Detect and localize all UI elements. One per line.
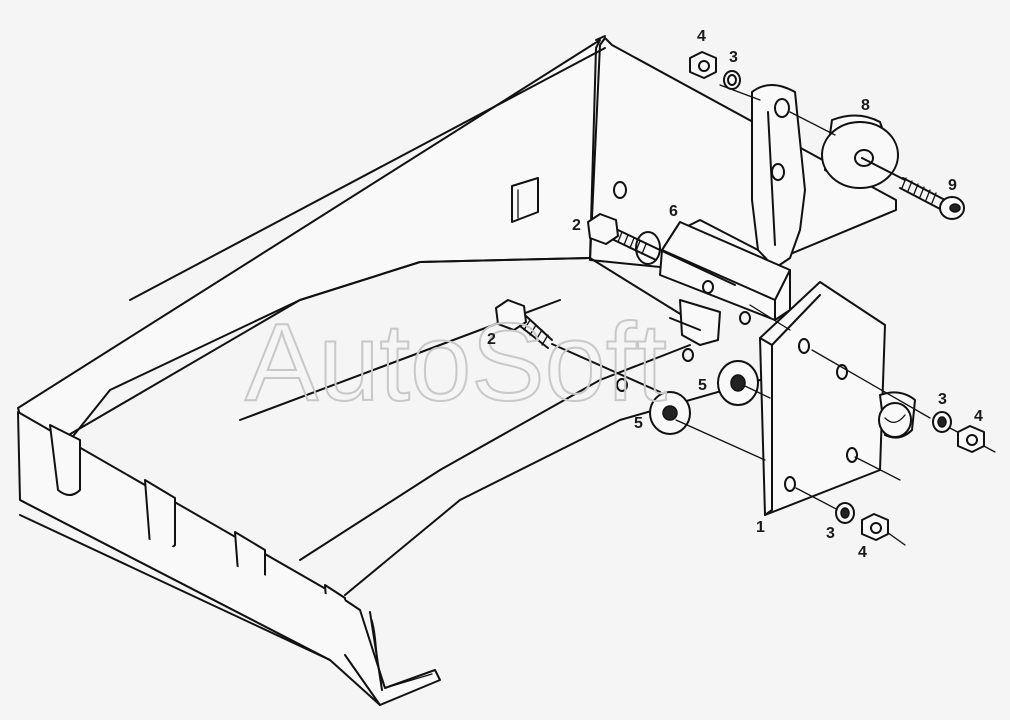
watermark-text: AutoSoft bbox=[245, 301, 667, 424]
callout-8: 8 bbox=[861, 97, 870, 114]
callout-6: 6 bbox=[669, 203, 678, 220]
callout-3-top: 3 bbox=[729, 49, 738, 66]
callout-2-lower: 2 bbox=[487, 331, 496, 348]
callout-9: 9 bbox=[948, 177, 957, 194]
callout-2-upper: 2 bbox=[572, 217, 581, 234]
callout-5-lower: 5 bbox=[634, 415, 643, 432]
bolt-part-2-upper bbox=[587, 213, 736, 286]
nut-part-4-top bbox=[689, 51, 717, 79]
callout-3-right: 3 bbox=[938, 391, 947, 408]
callout-1: 1 bbox=[756, 519, 765, 536]
callout-4-bottom: 4 bbox=[858, 544, 867, 561]
washer-part-5-upper bbox=[717, 360, 771, 406]
lock-washer-part-3-right bbox=[932, 411, 952, 433]
washer-part-5-lower bbox=[649, 391, 766, 461]
callout-3-bottom: 3 bbox=[826, 525, 835, 542]
bolt-part-9 bbox=[861, 157, 965, 220]
bushing-part-8 bbox=[821, 114, 899, 189]
lock-washer-part-3-top bbox=[723, 70, 741, 90]
nut-part-4-bottom bbox=[861, 513, 889, 541]
callout-5-upper: 5 bbox=[698, 377, 707, 394]
upright-strap bbox=[679, 84, 806, 269]
bolt-part-2-lower bbox=[495, 299, 661, 393]
callout-4-top: 4 bbox=[697, 28, 706, 45]
lock-washer-part-3-bottom bbox=[835, 502, 855, 524]
nut-part-4-right bbox=[957, 425, 985, 453]
tray-body bbox=[17, 35, 897, 706]
callout-4-right: 4 bbox=[974, 408, 983, 425]
